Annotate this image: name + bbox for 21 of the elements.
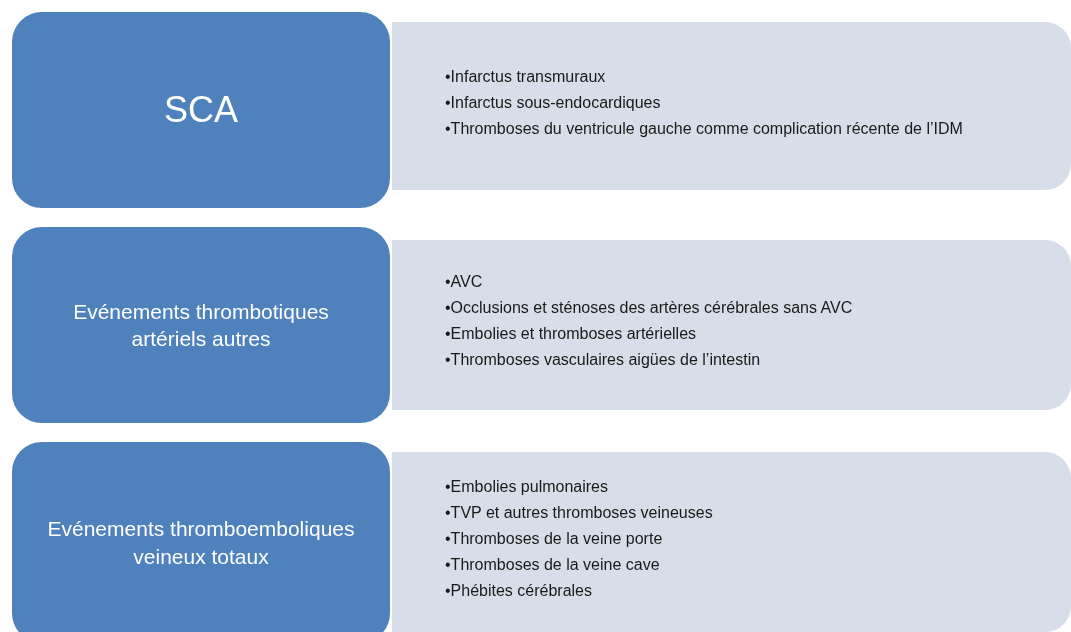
category-box xyxy=(10,10,392,210)
bullet-item: •AVC xyxy=(445,272,484,291)
bullet-item: •Occlusions et sténoses des artères cérébrales sans AVC xyxy=(445,298,854,317)
category-box xyxy=(10,225,392,425)
bullet-item: •Infarctus sous-endocardiques xyxy=(445,93,662,112)
category-title: SCA xyxy=(164,87,238,132)
detail-panel xyxy=(392,240,1071,410)
detail-panel xyxy=(392,22,1071,190)
bullet-item: •TVP et autres thromboses veineuses xyxy=(445,503,714,522)
bullet-item: •Thromboses du ventricule gauche comme complication récente de l’IDM xyxy=(445,119,964,138)
category-title: Evénements thromboemboliques veineux totaux xyxy=(46,516,356,570)
bullet-item: •Embolies pulmonaires xyxy=(445,477,609,496)
category-title: Evénements thrombotiques artériels autres xyxy=(72,298,330,352)
bullet-item: •Phébites cérébrales xyxy=(445,581,593,600)
bullet-item: •Embolies et thromboses artérielles xyxy=(445,324,698,343)
detail-panel xyxy=(392,452,1071,632)
bullet-item: •Thromboses vasculaires aigües de l’intestin xyxy=(445,350,762,369)
bullet-item: •Thromboses de la veine porte xyxy=(445,529,664,548)
bullet-item: •Infarctus transmuraux xyxy=(445,67,607,86)
bullet-item: •Thromboses de la veine cave xyxy=(445,555,661,574)
category-box xyxy=(10,440,392,632)
